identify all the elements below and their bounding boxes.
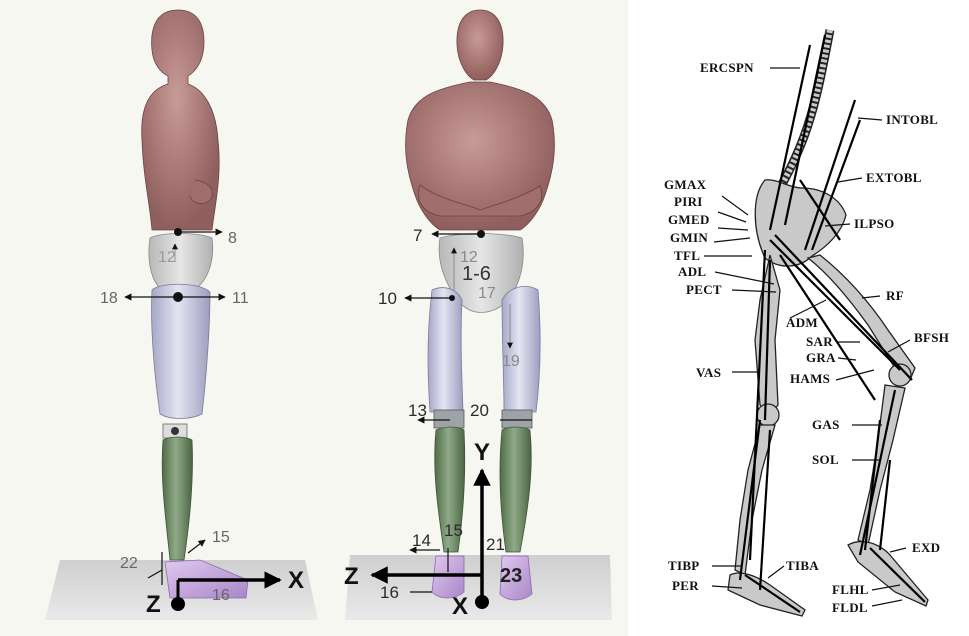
muscle-label-per: PER [672,578,699,593]
muscle-label-gmed: GMED [668,212,710,227]
muscle-label-ilpso: ILPSO [854,216,895,231]
front-knee-right [434,410,464,428]
front-label-1-6: 1-6 [462,263,491,285]
muscle-label-sar: SAR [806,334,833,349]
muscle-label-pect: PECT [686,282,722,297]
muscle-label-adm: ADM [786,315,818,330]
front-axis-x-label: X [452,593,468,620]
muscle-label-sol: SOL [812,452,839,467]
muscle-label-tiba: TIBA [786,558,819,573]
muscle-label-gmin: GMIN [670,230,708,245]
side-label-12: 12 [158,249,176,266]
front-label-15: 15 [444,521,463,540]
muscle-label-hams: HAMS [790,371,830,386]
side-label-18: 18 [100,290,118,307]
muscle-label-gra: GRA [806,350,836,365]
front-label-17: 17 [478,285,496,302]
front-label-23: 23 [500,565,522,587]
front-label-10: 10 [378,289,397,308]
muscle-label-vas: VAS [696,365,721,380]
muscle-label-extobl: EXTOBL [866,170,922,185]
front-label-7: 7 [413,226,422,245]
front-axis-y-label: Y [474,439,490,466]
muscle-label-tibp: TIBP [668,558,700,573]
muscle-label-intobl: INTOBL [886,112,938,127]
front-label-13: 13 [408,401,427,420]
front-axis-z-label: Z [344,563,359,590]
front-label-20: 20 [470,401,489,420]
muscle-label-gas: GAS [812,417,840,432]
side-label-11: 11 [232,290,249,307]
front-label-19: 19 [502,353,520,370]
muscle-label-rf: RF [886,288,904,303]
muscle-label-exd: EXD [912,540,940,555]
front-knee-left [502,410,532,428]
muscle-label-ercspn: ERCSPN [700,60,754,75]
side-label-8: 8 [228,230,237,247]
muscle-label-fldl: FLDL [832,600,868,615]
muscle-label-tfl: TFL [674,248,700,263]
front-label-16: 16 [380,583,399,602]
muscle-label-bfsh: BFSH [914,330,949,345]
front-label-14: 14 [412,531,431,550]
muscle-label-gmax: GMAX [664,177,707,192]
side-label-22: 22 [120,555,138,572]
side-label-15: 15 [212,529,230,546]
side-label-16: 16 [212,587,230,604]
side-knee-pin [171,427,179,435]
front-thigh-right [428,288,463,412]
front-label-21: 21 [486,535,505,554]
side-thigh [152,284,210,418]
muscle-label-adl: ADL [678,264,706,279]
side-axis-z-label: Z [146,591,161,618]
front-thigh-left [502,286,540,412]
front-x-axis-dot [475,595,489,609]
front-head [457,10,503,80]
muscle-label-piri: PIRI [674,194,703,209]
side-axis-x-label: X [288,567,304,594]
muscle-label-flhl: FLHL [832,582,869,597]
